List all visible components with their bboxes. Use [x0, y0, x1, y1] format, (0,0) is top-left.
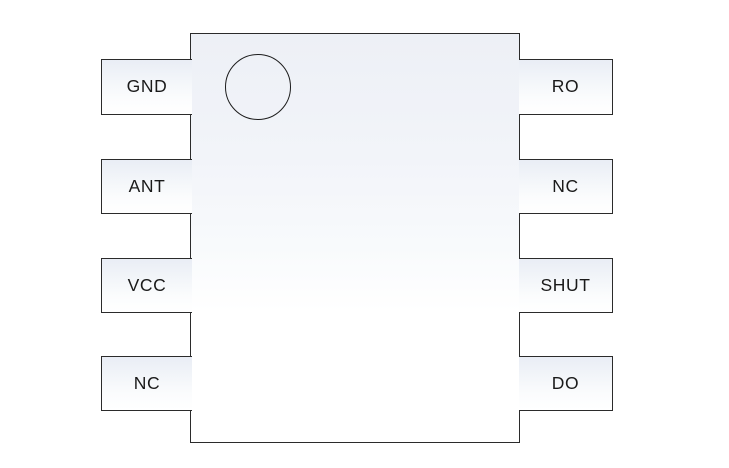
pin-label: NC — [552, 175, 579, 196]
pin-label: VCC — [127, 274, 167, 295]
pin-label: DO — [551, 372, 580, 393]
pin-left-nc-3[interactable]: NC — [101, 356, 192, 411]
pin-left-gnd-0[interactable]: GND — [101, 59, 192, 115]
pin-label: GND — [126, 76, 168, 97]
pin-right-shut-2[interactable]: SHUT — [519, 258, 613, 313]
pin-right-do-3[interactable]: DO — [519, 356, 613, 411]
pin-right-ro-0[interactable]: RO — [519, 59, 613, 115]
pin-left-vcc-2[interactable]: VCC — [101, 258, 192, 313]
pin-label: SHUT — [540, 274, 591, 295]
pin-left-ant-1[interactable]: ANT — [101, 159, 192, 214]
pin-label: ANT — [128, 175, 166, 196]
pin-right-nc-1[interactable]: NC — [519, 159, 613, 214]
pin1-orientation-circle-icon — [225, 54, 291, 120]
pin-label: NC — [133, 372, 161, 393]
pin-label: RO — [551, 76, 580, 97]
